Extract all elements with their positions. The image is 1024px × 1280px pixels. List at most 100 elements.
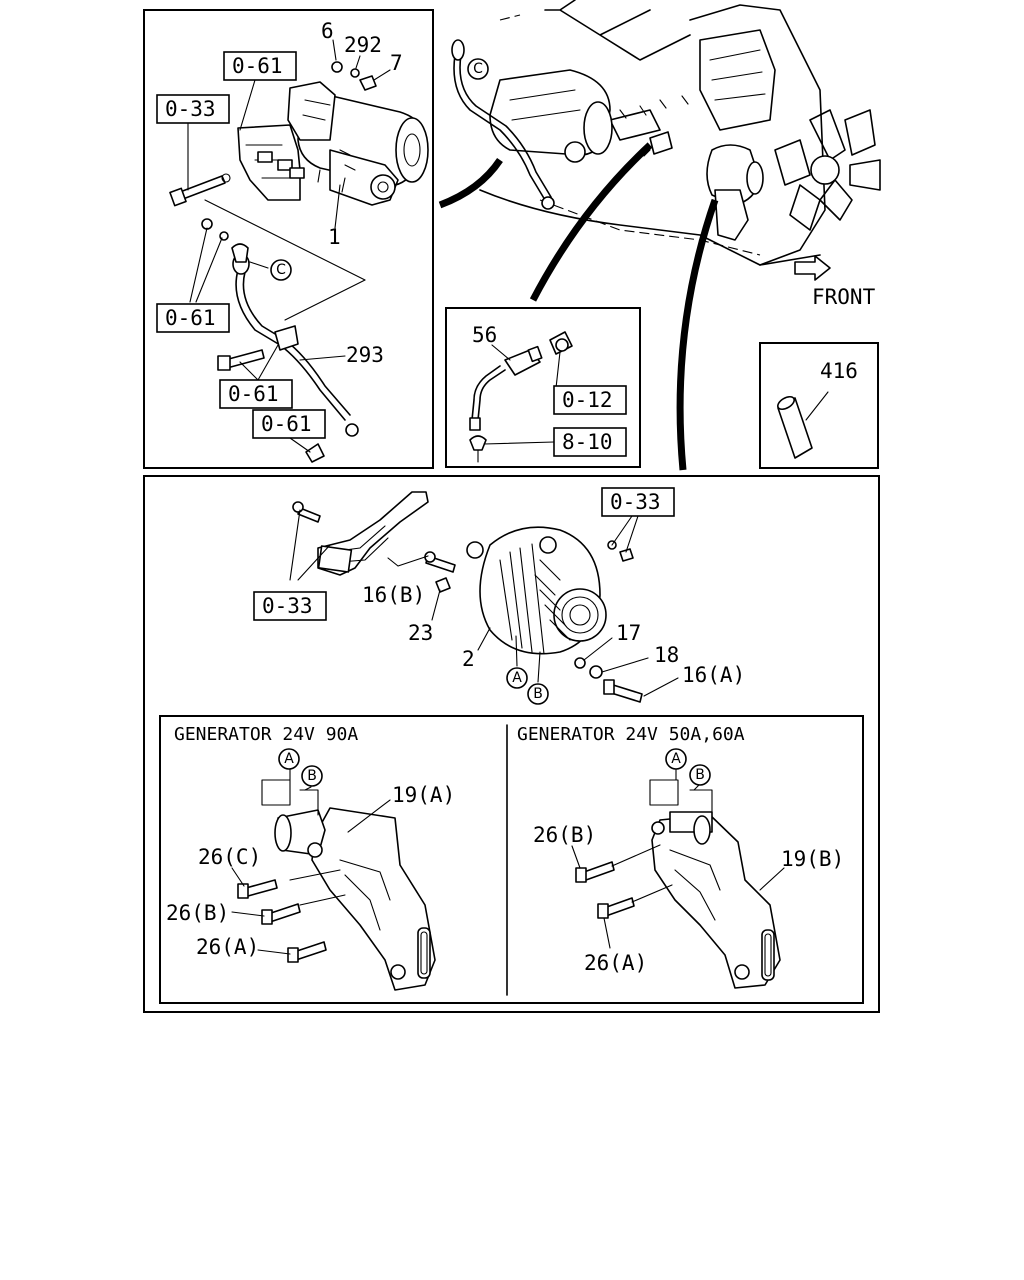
ref-012: 0-12 — [562, 388, 613, 412]
variant-label-50a60a: GENERATOR 24V 50A,60A — [517, 724, 745, 745]
washer-292 — [350, 68, 360, 78]
leader-26b-left — [231, 911, 265, 917]
ref-box-033-alt-right — [601, 487, 675, 517]
callout-7: 7 — [390, 51, 403, 75]
leader-18 — [601, 657, 649, 673]
leader-061-low2 — [289, 437, 311, 453]
link-stroke-alternator — [676, 198, 719, 471]
bolts-50a60a — [575, 861, 635, 919]
callout-16a: 16(A) — [682, 663, 745, 687]
engine-cable — [451, 39, 555, 210]
callout-26b-right: 26(B) — [533, 823, 596, 847]
callout-19b: 19(B) — [781, 847, 844, 871]
leader-2 — [477, 627, 491, 651]
leader-6 — [332, 39, 337, 61]
leader-AB — [515, 635, 541, 683]
marker-B-90a-label: B — [307, 768, 317, 784]
leader-56 — [491, 344, 511, 361]
ref-box-810 — [553, 427, 627, 457]
ref-box-061-top — [223, 51, 297, 81]
callout-18: 18 — [654, 643, 679, 667]
starter-bracket — [237, 124, 305, 201]
callout-26b-left: 26(B) — [166, 901, 229, 925]
generator-variants-frame — [159, 715, 864, 1004]
leader-17 — [583, 637, 613, 661]
marker-C-engine-label: C — [473, 61, 483, 77]
leader-16b — [387, 555, 429, 567]
bracket-B-flag-50a60a — [689, 789, 713, 813]
callout-1: 1 — [328, 225, 341, 249]
leader-1 — [334, 184, 341, 229]
leader-26a-left — [257, 949, 291, 955]
leader-AB-90a — [289, 767, 312, 791]
callout-293: 293 — [346, 343, 384, 367]
leader-19a — [347, 799, 391, 833]
leader-292 — [355, 55, 361, 69]
ref-box-033-alt-left — [253, 591, 327, 621]
nut-7 — [359, 75, 377, 91]
callout-17: 17 — [616, 621, 641, 645]
washer-6 — [331, 61, 343, 73]
ref-061-low2: 0-61 — [261, 412, 312, 436]
leader-061-top — [239, 79, 256, 131]
marker-A-90a — [278, 748, 300, 770]
callout-26a-left: 26(A) — [196, 935, 259, 959]
sensor-56 — [469, 345, 543, 463]
ref-033-alt-right: 0-33 — [610, 490, 661, 514]
bracket-A-flag-50a60a — [649, 779, 679, 806]
leader-C-top — [249, 261, 269, 269]
front-arrow-icon — [794, 255, 831, 281]
variant-label-90a: GENERATOR 24V 90A — [174, 724, 358, 745]
callout-26a-right: 26(A) — [584, 951, 647, 975]
engine-starter — [489, 69, 613, 163]
mount-bracket-90a — [274, 807, 436, 991]
callout-6: 6 — [321, 19, 334, 43]
marker-C-starter-label: C — [276, 262, 286, 278]
leader-061-low1 — [239, 344, 279, 381]
ref-061-mid: 0-61 — [165, 306, 216, 330]
leader-26b-right — [571, 845, 581, 869]
callout-292: 292 — [344, 33, 382, 57]
leader-061-mid — [189, 227, 223, 303]
ref-box-061-mid — [156, 303, 230, 333]
starter-leader-dash2 — [284, 279, 366, 321]
callout-56: 56 — [472, 323, 497, 347]
cooling-fan — [774, 109, 881, 231]
callout-416: 416 — [820, 359, 858, 383]
leader-AB-50a60a — [675, 767, 700, 791]
alternator-2 — [466, 526, 607, 655]
marker-C-engine — [467, 58, 489, 80]
ref-box-012 — [553, 385, 627, 415]
bracket-bolt — [292, 501, 321, 523]
ref-810: 8-10 — [562, 430, 613, 454]
engine-alternator — [706, 144, 764, 241]
callout-26c: 26(C) — [198, 845, 261, 869]
starter-bolt — [169, 173, 231, 207]
leader-26c — [231, 867, 245, 887]
callout-16b: 16(B) — [362, 583, 425, 607]
ref-061-top: 0-61 — [232, 54, 283, 78]
leader-7 — [373, 69, 391, 81]
spacer-panel-frame — [759, 342, 879, 469]
marker-A-50a60a-label: A — [671, 751, 681, 767]
callout-19a: 19(A) — [392, 783, 455, 807]
leader-16a — [643, 677, 679, 697]
sensor-panel-frame — [445, 307, 641, 468]
marker-B-90a — [301, 765, 323, 787]
ref-033-top: 0-33 — [165, 97, 216, 121]
generator-panel-frame — [143, 475, 880, 1013]
sensor-adapter — [549, 331, 573, 355]
leader-012 — [555, 351, 561, 389]
starter-panel-frame — [143, 9, 434, 469]
ref-061-low1: 0-61 — [228, 382, 279, 406]
marker-B-gen-label: B — [533, 686, 543, 702]
marker-A-gen — [506, 667, 528, 689]
leader-033-left — [289, 509, 331, 581]
leader-23 — [431, 589, 441, 621]
starter-motor — [287, 81, 429, 206]
bolts-90a — [237, 879, 327, 963]
bracket-A-flag-90a — [261, 779, 291, 806]
leader-810 — [483, 441, 555, 445]
